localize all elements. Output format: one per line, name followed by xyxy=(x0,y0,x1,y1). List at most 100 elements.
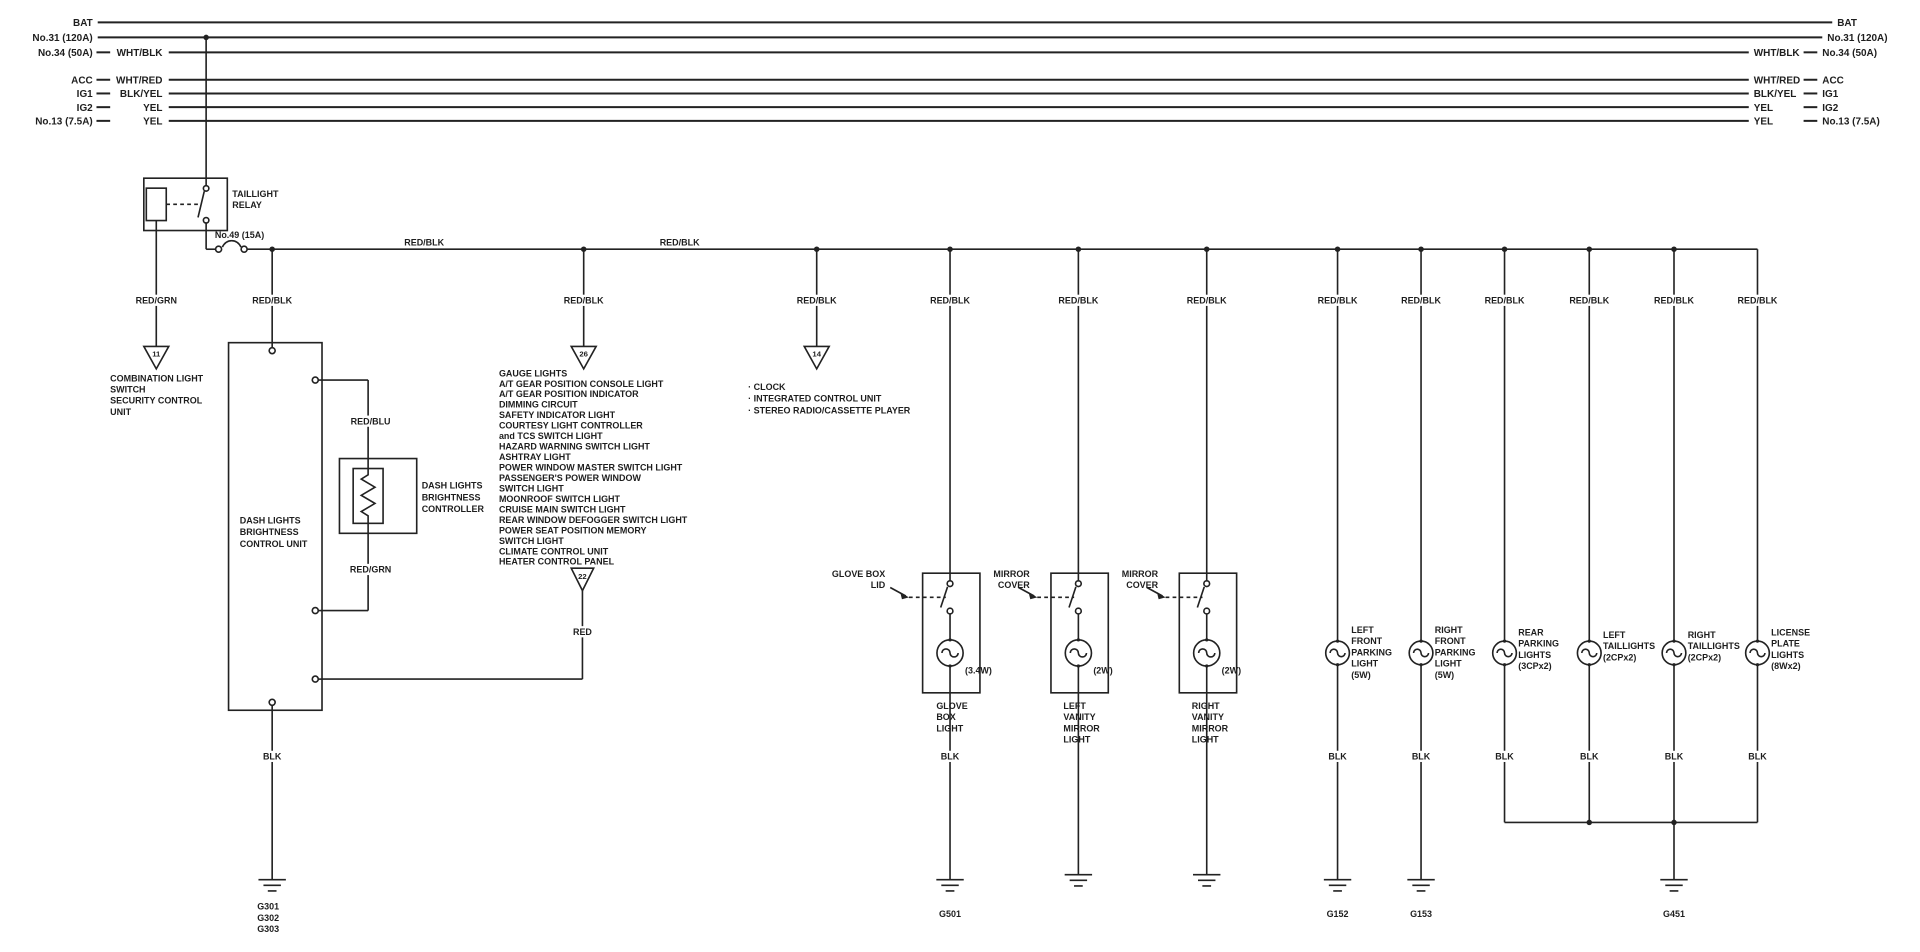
load-list-item: MOONROOF SWITCH LIGHT xyxy=(499,494,621,504)
ground-icon xyxy=(1064,873,1093,887)
rail-right-wire: YEL xyxy=(1754,117,1773,128)
lamp-name: PARKING xyxy=(1435,647,1476,657)
fuse-no49: No.49 (15A) xyxy=(205,230,264,254)
rail-right-name: No.31 (120A) xyxy=(1827,33,1887,44)
destination-label: SWITCH xyxy=(110,385,145,395)
wire-label: RED/BLK xyxy=(1738,296,1778,306)
relay-feed-wire xyxy=(203,34,209,179)
controller-label: DASH LIGHTS xyxy=(422,480,483,490)
actuator-label: GLOVE BOX xyxy=(832,569,885,579)
wire-label: RED/BLK xyxy=(1401,296,1441,306)
load-list-item: SWITCH LIGHT xyxy=(499,536,564,546)
rail-left-name: No.13 (7.5A) xyxy=(35,117,93,128)
load-list-item: A/T GEAR POSITION INDICATOR xyxy=(499,389,639,399)
lamp-name: TAILLIGHTS xyxy=(1603,641,1655,651)
wire-label: RED/BLK xyxy=(797,296,837,306)
ground-icon xyxy=(936,878,964,892)
load-list-item: CRUISE MAIN SWITCH LIGHT xyxy=(499,504,626,514)
lamp-name: LIGHTS xyxy=(1771,650,1804,660)
rail-left-wire: YEL xyxy=(143,117,162,128)
lamp-name: (5W) xyxy=(1435,670,1454,680)
rail-right-wire: WHT/BLK xyxy=(1754,48,1801,59)
ground-icon xyxy=(1407,878,1435,892)
branch-glove-box-light: RED/BLK GLOVE BOX LID (3.4W) GLOVE BOX L… xyxy=(832,249,992,919)
lamp-switch-box xyxy=(1178,572,1238,694)
relay-label: TAILLIGHT xyxy=(232,189,279,199)
load-list-item: · INTEGRATED CONTROL UNIT xyxy=(748,394,882,404)
wire-label: BLK xyxy=(1748,752,1767,762)
wire-label: RED/BLK xyxy=(564,296,604,306)
relay-coil-icon xyxy=(145,187,168,222)
wire-label: BLK xyxy=(1495,752,1514,762)
wire-label: RED/GRN xyxy=(350,565,391,575)
actuator-label: MIRROR xyxy=(993,569,1030,579)
rail-left-name: ACC xyxy=(71,75,93,86)
relay-box xyxy=(143,177,229,232)
branch-combination-switch: RED/GRN 11 COMBINATION LIGHT SWITCH SECU… xyxy=(110,230,204,417)
rail-left-name: BAT xyxy=(73,18,93,29)
lamp-switch-box xyxy=(1050,572,1110,694)
lamp-name: LIGHTS xyxy=(1518,650,1551,660)
lamp-name: (8Wx2) xyxy=(1771,661,1800,671)
load-list-item: CLIMATE CONTROL UNIT xyxy=(499,546,609,556)
lamp-name: BOX xyxy=(936,712,955,722)
load-list-item: HEATER CONTROL PANEL xyxy=(499,557,615,567)
connector-number: 14 xyxy=(812,349,821,358)
wire-label: RED/BLK xyxy=(1318,296,1358,306)
wire-label: RED/BLK xyxy=(1058,296,1098,306)
relay-contact xyxy=(202,184,210,192)
load-list-item: COURTESY LIGHT CONTROLLER xyxy=(499,421,643,431)
load-list-item: ASHTRAY LIGHT xyxy=(499,452,571,462)
unit-label: BRIGHTNESS xyxy=(240,527,299,537)
lamp-name: MIRROR xyxy=(1192,723,1229,733)
rail-left-name: IG1 xyxy=(77,89,94,100)
rail-left-wire: WHT/BLK xyxy=(117,48,164,59)
terminal xyxy=(311,376,320,384)
rail-right-wire: BLK/YEL xyxy=(1754,89,1797,100)
connector-triangle-icon xyxy=(802,345,831,371)
wire-label: RED/BLK xyxy=(1485,296,1525,306)
rail-left-wire: YEL xyxy=(143,103,162,114)
lamp-name: PARKING xyxy=(1518,639,1559,649)
lamp-name: MIRROR xyxy=(1063,723,1100,733)
lamp-name: LIGHT xyxy=(1351,659,1378,669)
rail-left-name: No.34 (50A) xyxy=(38,48,93,59)
rail-left-name: No.31 (120A) xyxy=(32,33,92,44)
branch-dash-brightness: RED/BLK DASH LIGHTS BRIGHTNESS CONTROL U… xyxy=(227,249,597,934)
load-list-item: · CLOCK xyxy=(748,382,786,392)
ground-label: G303 xyxy=(257,924,279,934)
terminal xyxy=(311,675,320,683)
bulb-wattage: (3.4W) xyxy=(965,666,992,676)
ground-label: G451 xyxy=(1663,909,1685,919)
main-bus: RED/BLK RED/BLK xyxy=(247,237,1758,252)
actuator-arrow-icon xyxy=(1156,592,1166,600)
ground-icon xyxy=(1323,878,1352,892)
destination-label: UNIT xyxy=(110,407,131,417)
control-unit-box xyxy=(227,341,323,712)
load-list-item: POWER SEAT POSITION MEMORY xyxy=(499,525,647,535)
wire-label: RED/BLK xyxy=(1569,296,1609,306)
terminal xyxy=(311,606,320,615)
load-list-item: DIMMING CIRCUIT xyxy=(499,400,578,410)
connector-number: 26 xyxy=(579,349,588,358)
resistor-icon xyxy=(359,468,377,524)
lamp-name: VANITY xyxy=(1063,712,1095,722)
lamp-name: (5W) xyxy=(1351,670,1370,680)
lamp-name: FRONT xyxy=(1351,636,1382,646)
wire-label: RED/GRN xyxy=(136,296,177,306)
switch-contact xyxy=(1203,579,1211,588)
load-list-item: SWITCH LIGHT xyxy=(499,483,564,493)
connector-triangle-icon xyxy=(569,567,595,593)
lamp-name: LIGHT xyxy=(1063,735,1090,745)
branch-right-vanity-light: RED/BLK MIRROR COVER (2W) RIGHT VANITY M… xyxy=(1122,249,1241,887)
bus-wire-label: RED/BLK xyxy=(404,237,444,247)
lamp-name: FRONT xyxy=(1435,636,1466,646)
lamp-switch-box xyxy=(921,572,981,694)
actuator-label: LID xyxy=(871,580,886,590)
terminal xyxy=(268,346,276,355)
bulb-wattage: (2W) xyxy=(1222,666,1241,676)
rail-right-wire: YEL xyxy=(1754,103,1773,114)
bus-wire-label: RED/BLK xyxy=(660,237,700,247)
lamp-name: VANITY xyxy=(1192,712,1224,722)
